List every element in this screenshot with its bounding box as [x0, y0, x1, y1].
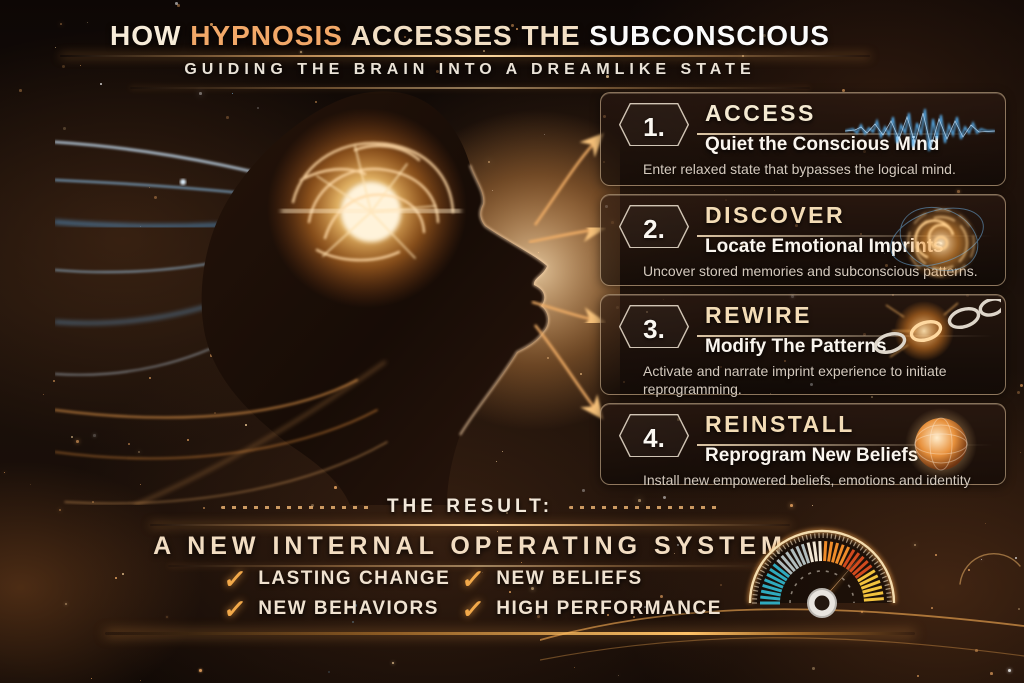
- title-word-how: HOW: [110, 20, 191, 51]
- speedometer-gauge-icon: [747, 528, 897, 618]
- checkmark-icon: ✓: [221, 564, 250, 594]
- particle: [115, 577, 117, 579]
- result-checklist: ✓ LASTING CHANGE ✓ NEW BELIEFS ✓ NEW BEH…: [221, 564, 722, 624]
- title-divider: [60, 55, 870, 57]
- result-divider-bottom: [168, 565, 772, 567]
- audio-waveform-icon: [845, 108, 995, 152]
- gauge-hub: [807, 588, 837, 618]
- result-divider-top: [150, 524, 790, 526]
- step-number: 1.: [643, 111, 665, 142]
- step-description: Enter relaxed state that bypasses the lo…: [643, 161, 956, 177]
- step-number: 3.: [643, 313, 665, 344]
- result-label: THE RESULT:: [386, 496, 554, 517]
- particle: [140, 680, 142, 682]
- header: HOW HYPNOSIS ACCESSES THE SUBCONSCIOUS G…: [0, 0, 940, 79]
- checkmark-icon: ✓: [221, 594, 250, 624]
- checklist-item: ✓ HIGH PERFORMANCE: [459, 594, 722, 624]
- step-number-badge: 1.: [619, 103, 689, 151]
- checkmark-icon: ✓: [459, 594, 488, 624]
- step-description: Activate and narrate imprint experience …: [643, 363, 947, 398]
- particle: [392, 662, 394, 664]
- particle: [166, 616, 169, 619]
- title-word-accesses-the: ACCESSES THE: [342, 20, 590, 51]
- particle: [985, 523, 987, 525]
- checklist-item: ✓ LASTING CHANGE: [221, 564, 462, 594]
- page-title: HOW HYPNOSIS ACCESSES THE SUBCONSCIOUS: [0, 20, 940, 52]
- particle: [1020, 384, 1023, 387]
- subtitle-divider: [130, 87, 810, 89]
- step-panel-access: 1. ACCESS Quiet the Conscious Mind Enter…: [600, 92, 1006, 186]
- title-word-hypnosis: HYPNOSIS: [190, 20, 343, 51]
- checklist-label: NEW BELIEFS: [496, 568, 643, 589]
- checklist-label: NEW BEHAVIORS: [258, 598, 439, 619]
- particle: [30, 484, 32, 486]
- particle: [1020, 452, 1022, 454]
- particle: [328, 671, 330, 673]
- checklist-label: LASTING CHANGE: [258, 568, 451, 589]
- spiral-vortex-icon: [890, 205, 984, 281]
- particle: [19, 89, 22, 92]
- particle: [4, 472, 6, 474]
- step-number: 4.: [643, 422, 665, 453]
- glowing-brain: [267, 108, 467, 308]
- step-number-badge: 4.: [619, 414, 689, 462]
- steps-column: 1. ACCESS Quiet the Conscious Mind Enter…: [600, 92, 1006, 493]
- step-number-badge: 3.: [619, 305, 689, 353]
- checklist-item: ✓ NEW BEHAVIORS: [221, 594, 462, 624]
- checklist-item: ✓ NEW BELIEFS: [459, 564, 722, 594]
- title-word-subconscious: SUBCONSCIOUS: [589, 20, 830, 51]
- step-number-badge: 2.: [619, 205, 689, 253]
- step-panel-discover: 2. DISCOVER Locate Emotional Imprints Un…: [600, 194, 1006, 286]
- step-panel-reinstall: 4. REINSTALL Reprogram New Beliefs Insta…: [600, 403, 1006, 488]
- particle: [352, 621, 354, 623]
- particle: [91, 678, 92, 679]
- dotted-line-left: [220, 505, 371, 509]
- glowing-globe-icon: [905, 408, 977, 480]
- particle: [65, 603, 68, 606]
- step-number: 2.: [643, 213, 665, 244]
- breaking-chain-icon: [873, 299, 1001, 361]
- particle: [199, 669, 202, 672]
- step-panel-rewire: 3. REWIRE Modify The Patterns Activate a…: [600, 294, 1006, 398]
- dotted-line-right: [569, 505, 720, 509]
- particle: [521, 562, 523, 564]
- checklist-label: HIGH PERFORMANCE: [496, 598, 722, 619]
- checkmark-icon: ✓: [459, 564, 488, 594]
- particle: [122, 573, 124, 575]
- step-connector-arrows: [528, 132, 607, 420]
- particle: [43, 394, 45, 396]
- particle: [1017, 391, 1021, 395]
- page-subtitle: GUIDING THE BRAIN INTO A DREAMLIKE STATE: [184, 61, 756, 78]
